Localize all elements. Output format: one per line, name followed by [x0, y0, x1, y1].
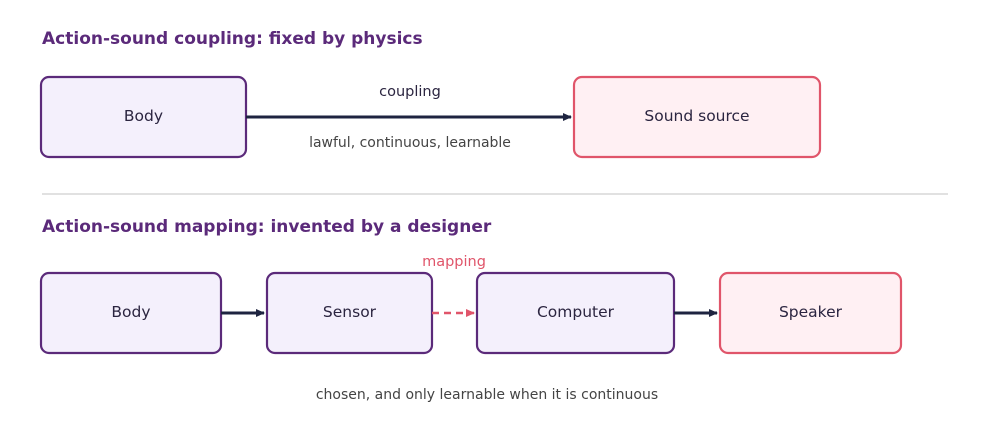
mapping-caption: chosen, and only learnable when it is co…	[316, 387, 658, 403]
coupling-body-label: Body	[124, 107, 163, 125]
coupling-edge-sublabel: lawful, continuous, learnable	[309, 135, 511, 151]
mapping-body-label: Body	[111, 303, 150, 321]
mapping-computer-node: Computer	[475, 271, 676, 355]
coupling-title: Action-sound coupling: fixed by physics	[42, 29, 423, 49]
coupling-sound-source-node: Sound source	[572, 75, 822, 159]
mapping-speaker-box	[718, 271, 903, 355]
coupling-body-node: Body	[39, 75, 248, 159]
coupling-edge-label: coupling	[379, 84, 441, 100]
mapping-sensor-node: Sensor	[265, 271, 434, 355]
mapping-title: Action-sound mapping: invented by a desi…	[42, 217, 492, 237]
mapping-section: Action-sound mapping: invented by a desi…	[39, 217, 903, 403]
mapping-speaker-node: Speaker	[718, 271, 903, 355]
mapping-computer-label: Computer	[537, 303, 615, 321]
coupling-sound-source-label: Sound source	[644, 107, 749, 125]
mapping-edge-label: mapping	[422, 254, 486, 270]
coupling-section: Action-sound coupling: fixed by physics …	[39, 29, 822, 159]
mapping-body-node: Body	[39, 271, 223, 355]
coupling-sound-source-box	[572, 75, 822, 159]
mapping-speaker-label: Speaker	[779, 303, 843, 321]
mapping-sensor-label: Sensor	[323, 303, 377, 321]
